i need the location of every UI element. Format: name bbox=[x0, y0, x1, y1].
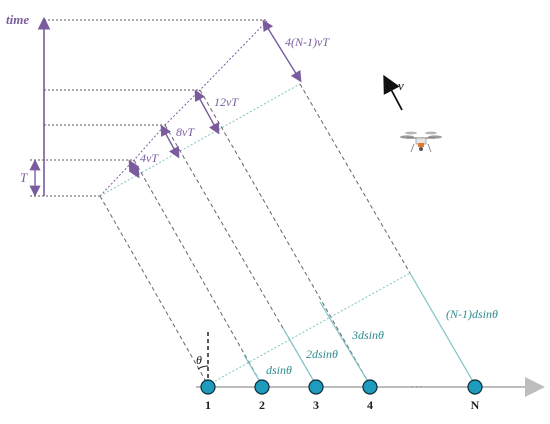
proj-label-3: 3dsinθ bbox=[351, 328, 384, 342]
array-node-3: 3 bbox=[308, 379, 324, 412]
time-axis-label: time bbox=[6, 12, 29, 27]
path-4 bbox=[199, 89, 371, 386]
proj-label-n: (N-1)dsinθ bbox=[446, 307, 498, 321]
proj-seg-3 bbox=[319, 301, 371, 386]
array-node-label: N bbox=[471, 398, 480, 412]
dist-label-3: 12vT bbox=[214, 95, 239, 109]
wavefront-top bbox=[99, 83, 301, 197]
period-label: T bbox=[20, 170, 28, 185]
dist-label-2: 8vT bbox=[176, 125, 195, 139]
distance-arrows bbox=[128, 19, 302, 179]
staircase bbox=[99, 19, 269, 197]
array-node-label: 3 bbox=[313, 398, 319, 412]
proj-seg-2 bbox=[282, 327, 317, 386]
time-levels bbox=[30, 19, 268, 197]
proj-seg-1 bbox=[243, 354, 263, 386]
array-node-n: N bbox=[467, 379, 483, 412]
angle-arc bbox=[197, 365, 209, 370]
dist-arrow-2 bbox=[160, 124, 180, 159]
proj-label-1: dsinθ bbox=[266, 363, 292, 377]
path-3 bbox=[164, 124, 317, 386]
path-1 bbox=[99, 195, 209, 386]
path-n-lower bbox=[409, 272, 476, 386]
dist-label-n: 4(N-1)vT bbox=[285, 35, 330, 49]
dist-label-1: 4vT bbox=[140, 151, 159, 165]
array-node-label: 1 bbox=[205, 398, 211, 412]
propagation-paths bbox=[99, 83, 411, 386]
path-n bbox=[299, 83, 411, 274]
array-ellipsis: ··· bbox=[410, 379, 423, 394]
drone-icon bbox=[400, 131, 442, 153]
array-node-label: 2 bbox=[259, 398, 265, 412]
array-node-1: 1 bbox=[200, 379, 216, 412]
dist-arrow-1 bbox=[128, 159, 140, 179]
wavefront-bottom bbox=[207, 272, 411, 386]
path-2 bbox=[133, 159, 263, 386]
angle-label: θ bbox=[196, 353, 202, 367]
array-node-4: 4 bbox=[362, 379, 378, 412]
proj-label-2: 2dsinθ bbox=[306, 347, 338, 361]
array-node-2: 2 bbox=[254, 379, 270, 412]
array-node-label: 4 bbox=[367, 398, 373, 412]
dist-arrow-3 bbox=[194, 89, 220, 135]
projection-segments bbox=[243, 301, 371, 386]
dist-arrow-n bbox=[262, 19, 302, 83]
velocity-arrow bbox=[383, 74, 403, 111]
velocity-label: v bbox=[398, 78, 404, 93]
array-nodes: 1 2 3 4 N bbox=[200, 379, 483, 412]
